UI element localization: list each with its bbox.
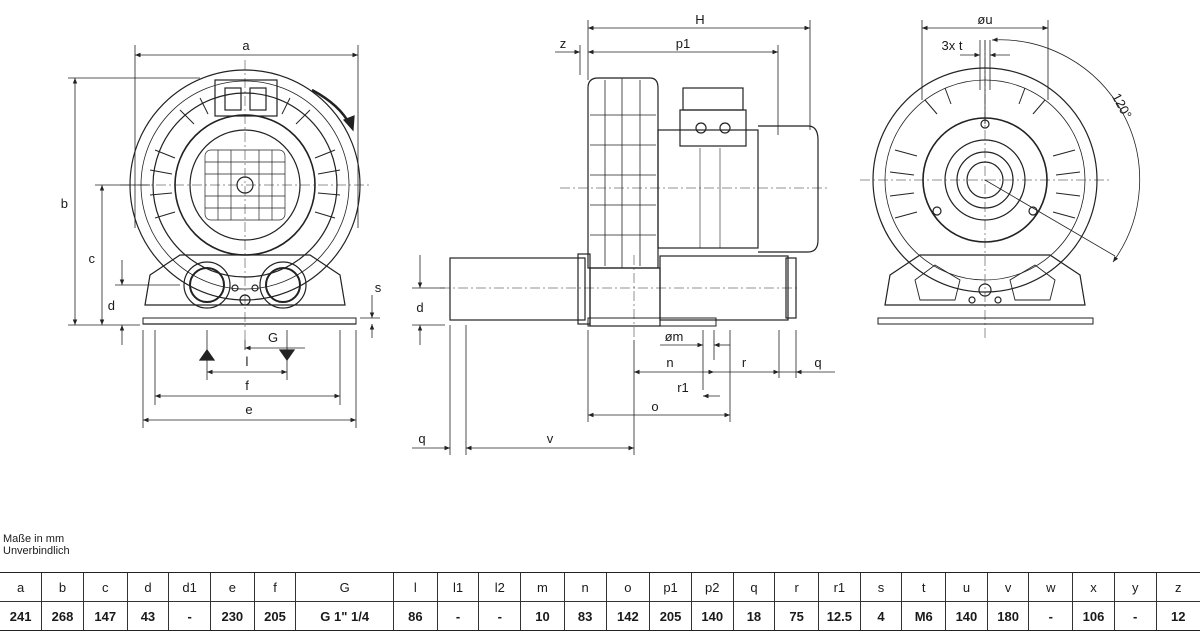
value-z: 12 [1155, 601, 1200, 631]
header-d1: d1 [168, 572, 211, 602]
side-dimensions [412, 20, 835, 455]
side-label-z: z [560, 36, 567, 51]
header-p1: p1 [649, 572, 692, 602]
value-o: 142 [605, 601, 650, 631]
header-l: l [393, 572, 438, 602]
units-note: Maße in mm [3, 533, 65, 545]
header-w: w [1028, 572, 1073, 602]
value-n: 83 [563, 601, 606, 631]
front-dimensions [68, 45, 380, 428]
header-z: z [1155, 572, 1200, 602]
technical-drawing: a b c d s G l f e [61, 12, 1141, 455]
front-label-b: b [61, 196, 68, 211]
value-y: - [1113, 601, 1157, 631]
header-e: e [209, 572, 255, 602]
value-b: 268 [41, 601, 84, 631]
front-label-l: l [246, 354, 249, 369]
value-c: 147 [82, 601, 128, 631]
front-label-s: s [375, 280, 382, 295]
side-label-H: H [695, 12, 704, 27]
side-view [440, 77, 830, 340]
header-f: f [253, 572, 296, 602]
value-G: G 1" 1/4 [295, 601, 394, 631]
header-b: b [41, 572, 84, 602]
header-d: d [126, 572, 169, 602]
side-label-q-left: q [418, 431, 425, 446]
front-label-c: c [89, 251, 96, 266]
value-q: 18 [732, 601, 775, 631]
side-label-m: øm [665, 329, 684, 344]
header-m: m [520, 572, 565, 602]
value-f: 205 [253, 601, 296, 631]
rear-label-u: øu [977, 12, 992, 27]
header-p2: p2 [690, 572, 734, 602]
header-l1: l1 [436, 572, 479, 602]
value-u: 140 [945, 601, 988, 631]
rear-dimensions [921, 20, 1141, 263]
value-r1: 12.5 [818, 601, 861, 631]
header-l2: l2 [478, 572, 521, 602]
front-label-a: a [242, 38, 250, 53]
value-p2: 140 [690, 601, 734, 631]
rear-label-angle: 120° [1109, 90, 1135, 121]
header-G: G [295, 572, 394, 602]
front-label-d: d [108, 298, 115, 313]
front-label-f: f [245, 378, 249, 393]
value-p1: 205 [649, 601, 692, 631]
value-d1: - [168, 601, 211, 631]
value-w: - [1028, 601, 1073, 631]
side-label-d: d [416, 300, 423, 315]
front-view [120, 60, 370, 362]
front-label-G: G [268, 330, 278, 345]
value-s: 4 [859, 601, 902, 631]
rear-label-t: 3x t [942, 38, 963, 53]
header-o: o [605, 572, 650, 602]
side-label-o: o [651, 399, 658, 414]
header-q: q [732, 572, 775, 602]
header-a: a [0, 572, 42, 602]
side-label-n: n [666, 355, 673, 370]
header-r: r [774, 572, 819, 602]
value-e: 230 [209, 601, 255, 631]
value-x: 106 [1072, 601, 1115, 631]
side-label-p1: p1 [676, 36, 690, 51]
side-label-r1: r1 [677, 380, 689, 395]
value-l2: - [478, 601, 521, 631]
header-v: v [986, 572, 1029, 602]
header-n: n [563, 572, 606, 602]
disclaimer-note: Unverbindlich [3, 545, 70, 557]
header-r1: r1 [818, 572, 861, 602]
side-label-v: v [547, 431, 554, 446]
header-t: t [901, 572, 946, 602]
value-r: 75 [774, 601, 819, 631]
side-label-r: r [742, 355, 747, 370]
value-m: 10 [520, 601, 565, 631]
header-c: c [82, 572, 128, 602]
header-s: s [859, 572, 902, 602]
value-a: 241 [0, 601, 42, 631]
header-x: x [1072, 572, 1115, 602]
header-y: y [1113, 572, 1157, 602]
front-label-e: e [245, 402, 252, 417]
value-l1: - [436, 601, 479, 631]
value-l: 86 [393, 601, 438, 631]
header-u: u [945, 572, 988, 602]
value-v: 180 [986, 601, 1029, 631]
value-d: 43 [126, 601, 169, 631]
side-label-q-right: q [814, 355, 821, 370]
value-t: M6 [901, 601, 946, 631]
